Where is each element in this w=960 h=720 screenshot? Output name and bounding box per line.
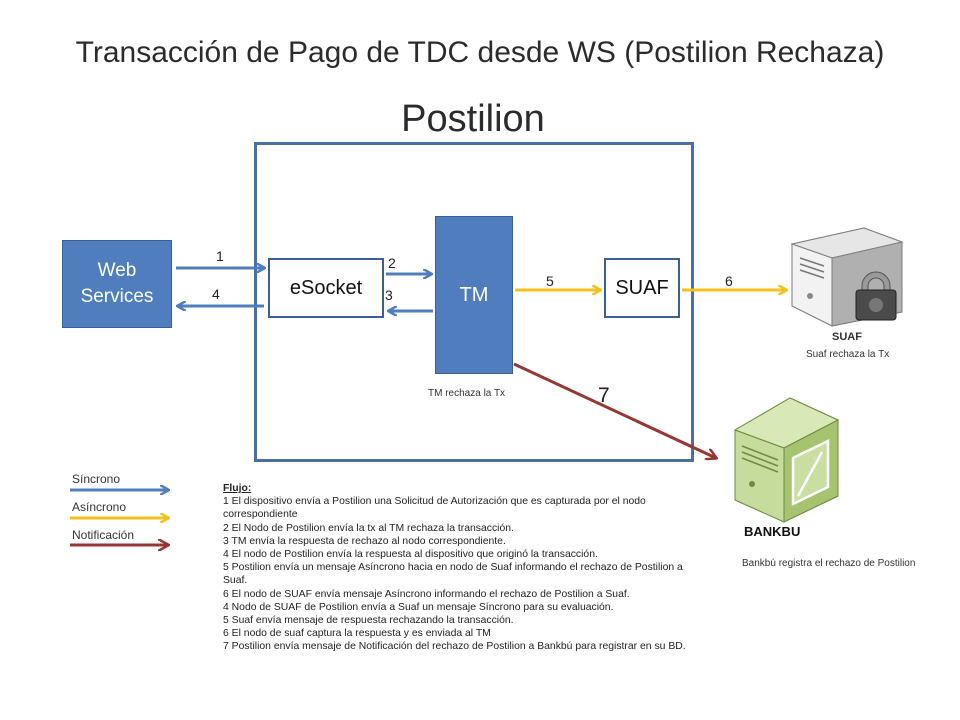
flow-step: 5 Suaf envía mensaje de respuesta rechaz…	[223, 615, 514, 627]
esocket-node: eSocket	[268, 258, 384, 318]
flow-step: 4 Nodo de SUAF de Postilion envía a Suaf…	[223, 601, 614, 613]
web-services-node: Web Services	[62, 240, 172, 328]
step-4-label: 4	[212, 286, 220, 302]
legend-async-label: Asíncrono	[72, 500, 127, 514]
flow-step: 2 El Nodo de Postilion envía la tx al TM…	[223, 522, 514, 534]
step-3-label: 3	[385, 287, 393, 303]
step-5-label: 5	[546, 273, 554, 289]
postilion-boundary	[254, 142, 694, 462]
flow-step: 6 El nodo de suaf captura la respuesta y…	[223, 628, 491, 640]
tm-node: TM	[435, 216, 513, 374]
arrow-7-tm-to-bankbu	[513, 362, 716, 458]
suaf-server-icon	[790, 227, 904, 327]
flow-title: Flujo:	[223, 483, 252, 494]
flow-step: 5 Postilion envía un mensaje Asíncrono h…	[223, 562, 683, 587]
suaf-server-label: SUAF	[832, 331, 862, 343]
legend-sync-label: Síncrono	[72, 472, 121, 486]
postilion-heading: Postilion	[401, 98, 545, 140]
bankbu-registers-caption: Bankbú registra el rechazo de Postilion	[742, 558, 916, 569]
legend-notification-label: Notificación	[72, 528, 135, 542]
diagram-title: Transacción de Pago de TDC desde WS (Pos…	[75, 36, 885, 69]
flow-step: 1 El dispositivo envía a Postilion una S…	[223, 496, 646, 521]
suaf-rejects-caption: Suaf rechaza la Tx	[806, 349, 890, 360]
step-1-label: 1	[216, 248, 224, 264]
flow-description: Flujo: 1 El dispositivo envía a Postilio…	[223, 482, 703, 654]
step-2-label: 2	[388, 255, 396, 271]
step-7-label: 7	[598, 384, 610, 407]
flow-step: 6 El nodo de SUAF envía mensaje Asíncron…	[223, 588, 630, 600]
flow-step: 7 Postilion envía mensaje de Notificació…	[223, 641, 686, 653]
bankbu-server-icon	[733, 397, 840, 523]
step-6-label: 6	[725, 273, 733, 289]
flow-step: 3 TM envía la respuesta de rechazo al no…	[223, 535, 506, 547]
tm-rejects-caption: TM rechaza la Tx	[428, 388, 506, 399]
flow-step: 4 El nodo de Postilion envía la respuest…	[223, 549, 598, 561]
suaf-node: SUAF	[604, 258, 680, 318]
bankbu-server-label: BANKBU	[744, 524, 801, 539]
